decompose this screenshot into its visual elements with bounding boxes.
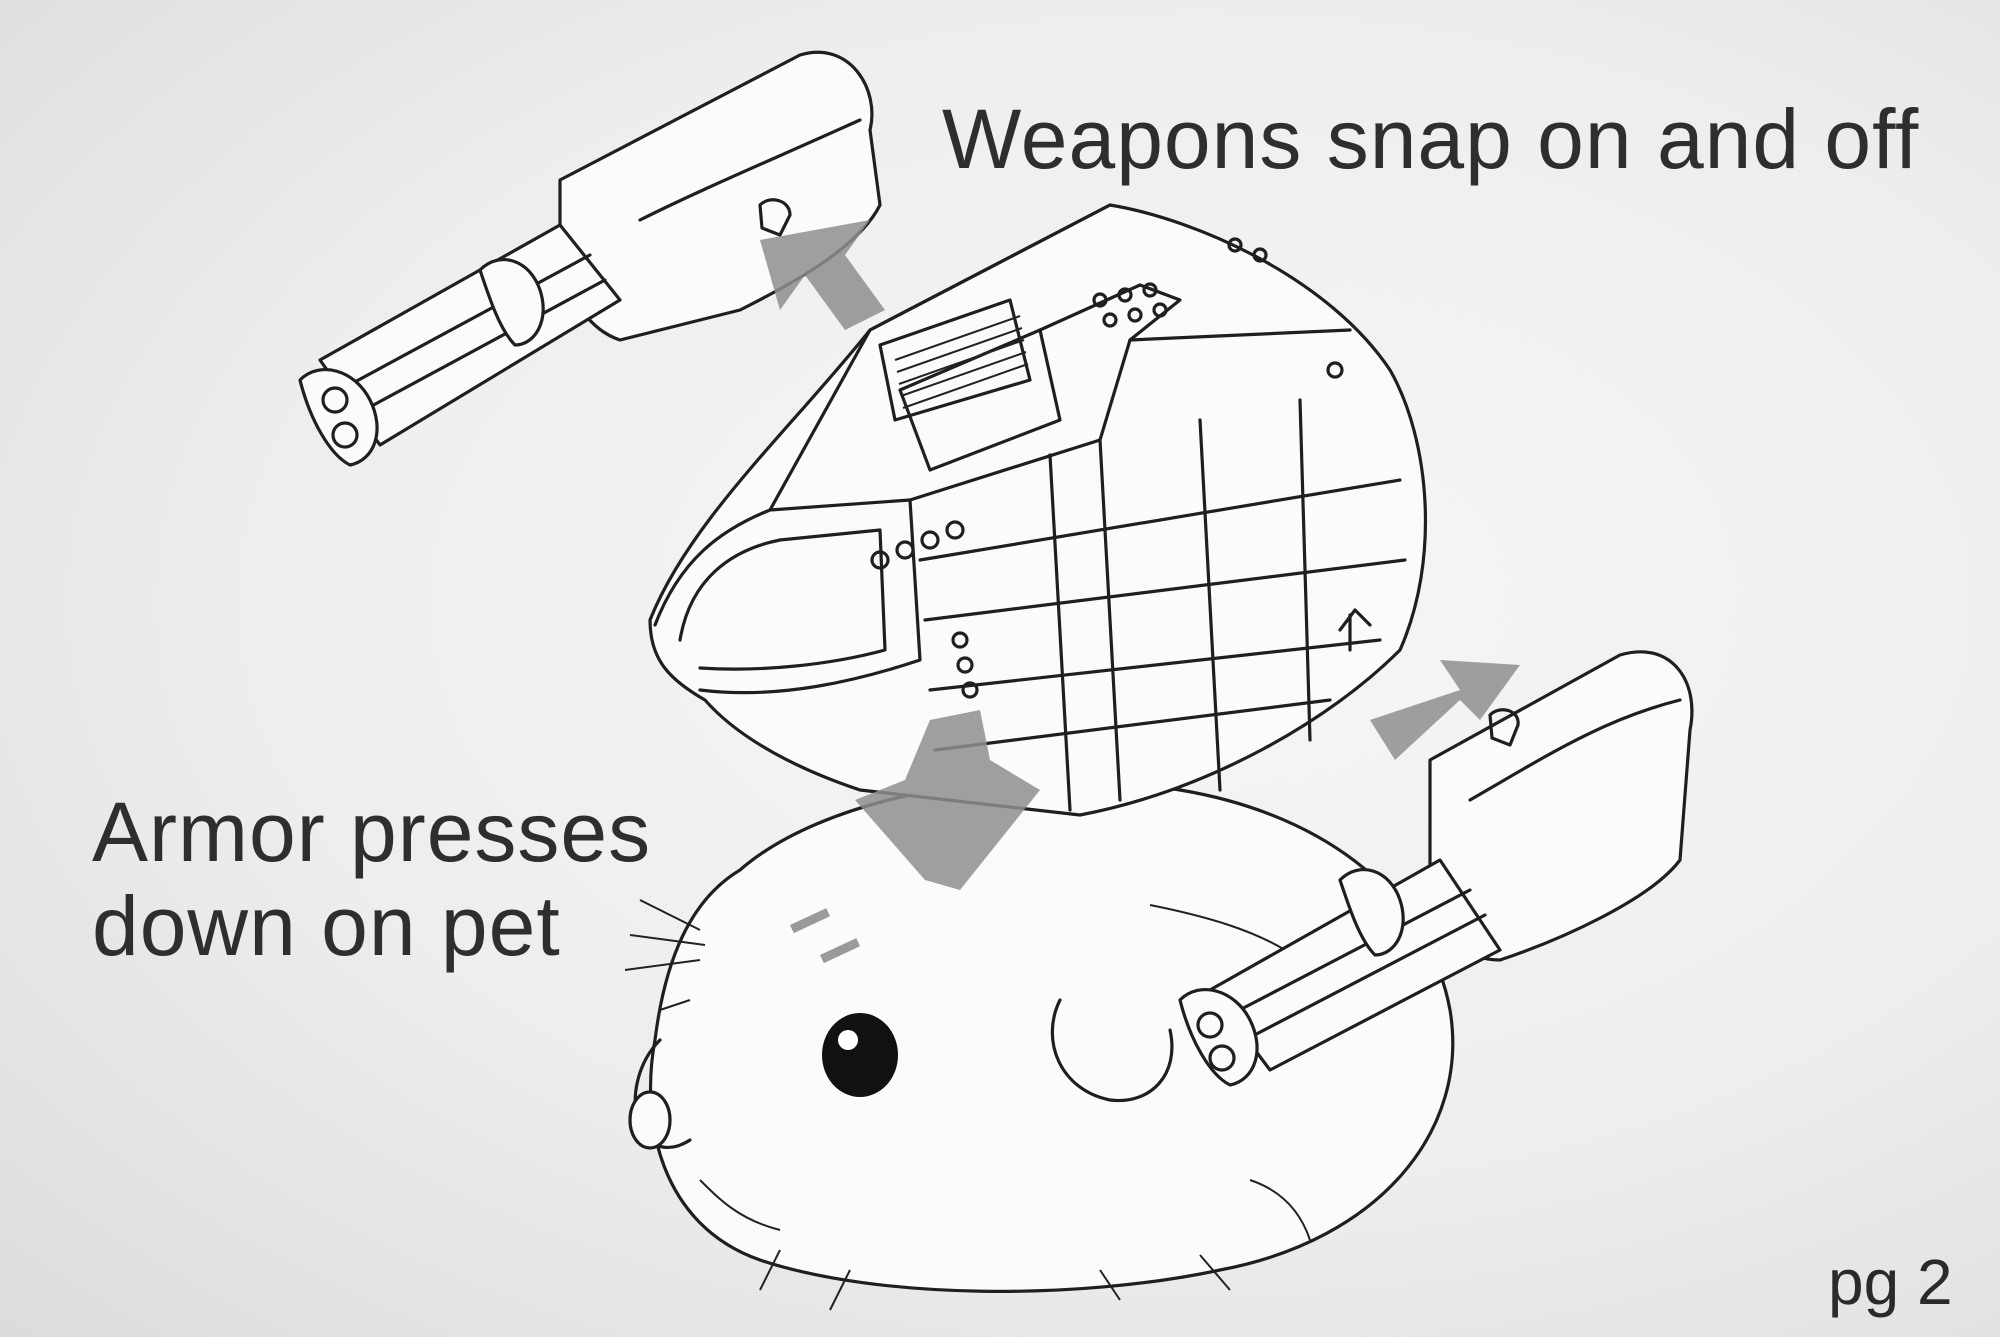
muzzle-top <box>298 368 379 467</box>
arrow-weapon-up <box>1370 660 1520 760</box>
weapon-cannon-bottom <box>1178 650 1694 1087</box>
caption-weapons: Weapons snap on and off <box>942 92 1920 186</box>
muzzle-bottom <box>1178 988 1259 1087</box>
page-number: pg 2 <box>1828 1246 1953 1318</box>
arrow-weapon-down <box>760 220 885 330</box>
armor-shell <box>648 203 1428 817</box>
caption-armor-line-2: down on pet <box>92 879 561 974</box>
hamster-nose <box>628 1090 672 1150</box>
caption-armor: Armor presses down on pet <box>92 785 651 973</box>
arrow-armor-down <box>855 710 1040 890</box>
caption-armor-line-1: Armor presses <box>92 785 652 879</box>
hamster-pet <box>624 778 1455 1311</box>
hamster-eye <box>822 1013 898 1097</box>
